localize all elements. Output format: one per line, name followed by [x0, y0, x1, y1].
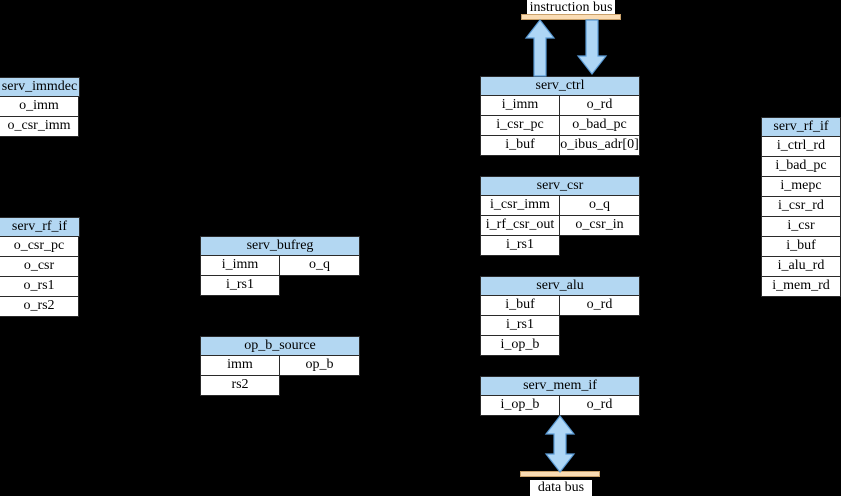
- port-cell[interactable]: i_rs1: [480, 316, 560, 336]
- module-port-row: o_rs2: [0, 297, 80, 317]
- port-cell[interactable]: i_imm: [480, 96, 560, 116]
- arrow-memif-data-bus-bidirectional: [544, 415, 576, 473]
- port-cell[interactable]: i_op_b: [480, 396, 560, 416]
- port-cell[interactable]: i_csr_rd: [761, 197, 841, 217]
- module-port-row: o_rs1: [0, 277, 80, 297]
- module-port-row: i_imm o_q: [200, 256, 360, 276]
- module-port-row: i_rs1: [200, 276, 360, 296]
- module-port-row: o_imm: [0, 97, 80, 117]
- port-cell[interactable]: i_buf: [761, 237, 841, 257]
- module-serv-alu[interactable]: serv_alu i_buf o_rd i_rs1 i_op_b: [480, 276, 640, 356]
- module-port-row: i_buf o_ibus_adr[0]: [480, 136, 640, 156]
- module-port-row: i_rs1: [480, 236, 640, 256]
- module-op-b-source[interactable]: op_b_source imm op_b rs2: [200, 336, 360, 396]
- module-port-row: i_buf o_rd: [480, 296, 640, 316]
- arrow-instruction-bus-to-ctrl: [576, 19, 608, 75]
- port-cell[interactable]: rs2: [200, 376, 280, 396]
- port-cell[interactable]: i_rs1: [480, 236, 560, 256]
- data-bus-label: data bus: [530, 480, 592, 496]
- data-bus-bar: [520, 471, 600, 477]
- port-cell[interactable]: o_q: [280, 256, 360, 276]
- port-cell[interactable]: i_mepc: [761, 177, 841, 197]
- port-cell[interactable]: o_rd: [560, 396, 640, 416]
- module-title: serv_ctrl: [480, 76, 640, 96]
- module-serv-ctrl[interactable]: serv_ctrl i_imm o_rd i_csr_pc o_bad_pc i…: [480, 76, 640, 156]
- module-port-row: i_csr_imm o_q: [480, 196, 640, 216]
- module-title: serv_mem_if: [480, 376, 640, 396]
- port-cell[interactable]: o_imm: [0, 97, 79, 117]
- port-cell[interactable]: i_rs1: [200, 276, 280, 296]
- port-cell[interactable]: i_mem_rd: [761, 277, 841, 297]
- module-port-row: i_ctrl_rd: [761, 137, 841, 157]
- port-cell[interactable]: i_buf: [480, 136, 560, 156]
- port-cell-empty: [560, 236, 640, 256]
- port-cell[interactable]: i_alu_rd: [761, 257, 841, 277]
- port-cell[interactable]: o_rs1: [0, 277, 79, 297]
- port-cell-empty: [280, 276, 360, 296]
- module-title: serv_immdec: [0, 77, 80, 97]
- module-serv-rf-if-right[interactable]: serv_rf_if i_ctrl_rd i_bad_pc i_mepc i_c…: [761, 117, 841, 297]
- port-cell[interactable]: i_bad_pc: [761, 157, 841, 177]
- module-port-row: imm op_b: [200, 356, 360, 376]
- module-title: serv_csr: [480, 176, 640, 196]
- module-port-row: i_rf_csr_out o_csr_in: [480, 216, 640, 236]
- port-cell[interactable]: o_rd: [560, 96, 640, 116]
- module-port-row: o_csr_pc: [0, 237, 80, 257]
- port-cell[interactable]: o_rs2: [0, 297, 79, 317]
- port-cell[interactable]: op_b: [280, 356, 360, 376]
- port-cell[interactable]: o_csr: [0, 257, 79, 277]
- module-port-row: i_csr: [761, 217, 841, 237]
- module-serv-mem-if[interactable]: serv_mem_if i_op_b o_rd: [480, 376, 640, 416]
- module-port-row: i_op_b: [480, 336, 640, 356]
- module-port-row: i_mepc: [761, 177, 841, 197]
- module-title: serv_rf_if: [0, 217, 80, 237]
- port-cell[interactable]: o_bad_pc: [560, 116, 640, 136]
- module-port-row: rs2: [200, 376, 360, 396]
- port-cell[interactable]: o_ibus_adr[0]: [560, 136, 640, 156]
- module-port-row: i_op_b o_rd: [480, 396, 640, 416]
- module-port-row: i_csr_rd: [761, 197, 841, 217]
- port-cell[interactable]: o_csr_pc: [0, 237, 79, 257]
- module-title: op_b_source: [200, 336, 360, 356]
- module-port-row: i_mem_rd: [761, 277, 841, 297]
- module-port-row: o_csr_imm: [0, 117, 80, 137]
- module-serv-rf-if-left[interactable]: serv_rf_if o_csr_pc o_csr o_rs1 o_rs2: [0, 217, 80, 317]
- module-serv-bufreg[interactable]: serv_bufreg i_imm o_q i_rs1: [200, 236, 360, 296]
- port-cell[interactable]: o_csr_imm: [0, 117, 79, 137]
- arrow-ctrl-to-instruction-bus: [524, 19, 556, 77]
- module-title: serv_rf_if: [761, 117, 841, 137]
- module-serv-csr[interactable]: serv_csr i_csr_imm o_q i_rf_csr_out o_cs…: [480, 176, 640, 256]
- module-port-row: i_buf: [761, 237, 841, 257]
- module-port-row: i_csr_pc o_bad_pc: [480, 116, 640, 136]
- module-serv-immdec[interactable]: serv_immdec o_imm o_csr_imm: [0, 77, 80, 137]
- module-port-row: i_imm o_rd: [480, 96, 640, 116]
- instruction-bus-bar: [521, 14, 621, 20]
- port-cell-empty: [560, 336, 640, 356]
- port-cell[interactable]: o_q: [560, 196, 640, 216]
- module-port-row: i_alu_rd: [761, 257, 841, 277]
- port-cell[interactable]: i_ctrl_rd: [761, 137, 841, 157]
- module-title: serv_alu: [480, 276, 640, 296]
- port-cell[interactable]: i_csr_pc: [480, 116, 560, 136]
- module-port-row: i_bad_pc: [761, 157, 841, 177]
- module-title: serv_bufreg: [200, 236, 360, 256]
- module-port-row: o_csr: [0, 257, 80, 277]
- port-cell[interactable]: o_csr_in: [560, 216, 640, 236]
- port-cell[interactable]: i_op_b: [480, 336, 560, 356]
- port-cell[interactable]: i_buf: [480, 296, 560, 316]
- port-cell[interactable]: i_csr_imm: [480, 196, 560, 216]
- port-cell[interactable]: i_rf_csr_out: [480, 216, 560, 236]
- port-cell-empty: [560, 316, 640, 336]
- port-cell-empty: [280, 376, 360, 396]
- module-port-row: i_rs1: [480, 316, 640, 336]
- port-cell[interactable]: imm: [200, 356, 280, 376]
- port-cell[interactable]: i_imm: [200, 256, 280, 276]
- port-cell[interactable]: i_csr: [761, 217, 841, 237]
- port-cell[interactable]: o_rd: [560, 296, 640, 316]
- instruction-bus-label: instruction bus: [527, 0, 615, 16]
